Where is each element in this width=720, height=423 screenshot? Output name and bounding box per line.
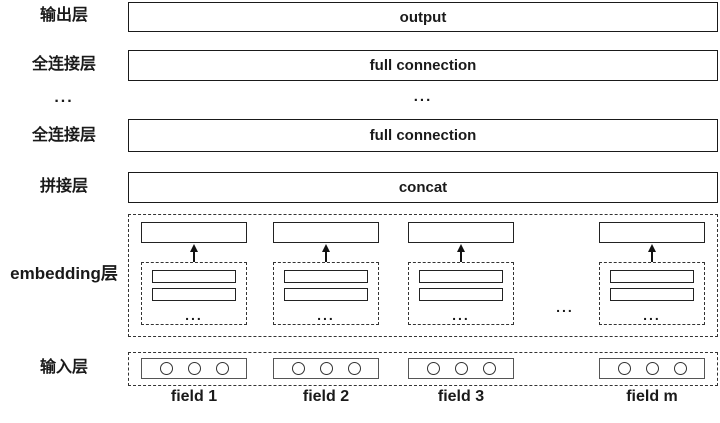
embedding-vector-box (599, 222, 705, 243)
neuron-circle (454, 362, 468, 375)
input-field-box-3 (408, 358, 514, 379)
onehot-row (610, 288, 694, 301)
between-groups-ellipsis: ... (556, 299, 574, 315)
label-fc-layer-top: 全连接层 (31, 56, 96, 73)
neuron-circle (482, 362, 496, 375)
neuron-circle (319, 362, 333, 375)
up-arrow-icon (647, 244, 656, 252)
embedding-group-field-3: ... (408, 222, 514, 325)
onehot-row (152, 288, 236, 301)
onehot-row (419, 270, 503, 283)
full-connection-top-box: full connection (128, 50, 718, 81)
embedding-vector-box (141, 222, 247, 243)
up-arrow-line (460, 251, 462, 262)
input-field-box-m (599, 358, 705, 379)
neuron-circle (291, 362, 305, 375)
middle-ellipsis: ... (413, 88, 433, 105)
embedding-group-field-1: ... (141, 222, 247, 325)
input-field-box-2 (273, 358, 379, 379)
neuron-circle (617, 362, 631, 375)
neuron-circle (673, 362, 687, 375)
embedding-vector-box (408, 222, 514, 243)
up-arrow-icon (456, 244, 465, 252)
full-connection-bottom-box: full connection (128, 119, 718, 152)
up-arrow-icon (189, 244, 198, 252)
onehot-row (284, 270, 368, 283)
left-ellipsis: ... (54, 89, 74, 106)
field-label-1: field 1 (170, 388, 218, 405)
concat-layer-box: concat (128, 172, 718, 203)
onehot-row (419, 288, 503, 301)
up-arrow-icon (321, 244, 330, 252)
embedding-vector-box (273, 222, 379, 243)
label-output-layer: 输出层 (39, 7, 88, 24)
up-arrow-line (325, 251, 327, 262)
ellipsis: ... (643, 307, 661, 323)
embedding-group-field-2: ... (273, 222, 379, 325)
onehot-group-box: ... (141, 262, 247, 325)
neuron-circle (347, 362, 361, 375)
field-label-3: field 3 (437, 388, 485, 405)
ellipsis: ... (185, 307, 203, 323)
ellipsis: ... (452, 307, 470, 323)
label-input-layer: 输入层 (39, 359, 88, 376)
onehot-group-box: ... (599, 262, 705, 325)
field-label-m: field m (626, 388, 678, 405)
onehot-group-box: ... (408, 262, 514, 325)
neuron-circle (645, 362, 659, 375)
up-arrow-line (193, 251, 195, 262)
neuron-circle (159, 362, 173, 375)
onehot-row (152, 270, 236, 283)
neuron-circle (426, 362, 440, 375)
onehot-row (284, 288, 368, 301)
neuron-circle (187, 362, 201, 375)
embedding-group-field-m: ... (599, 222, 705, 325)
onehot-row (610, 270, 694, 283)
ellipsis: ... (317, 307, 335, 323)
up-arrow-line (651, 251, 653, 262)
output-layer-box: output (128, 2, 718, 32)
onehot-group-box: ... (273, 262, 379, 325)
neuron-circle (215, 362, 229, 375)
field-label-2: field 2 (302, 388, 350, 405)
label-concat-layer: 拼接层 (39, 178, 88, 195)
label-fc-layer-bottom: 全连接层 (31, 127, 96, 144)
embedding-layer-container (128, 214, 718, 337)
input-field-box-1 (141, 358, 247, 379)
input-layer-container (128, 352, 718, 386)
label-embedding-layer: embedding层 (10, 264, 118, 283)
